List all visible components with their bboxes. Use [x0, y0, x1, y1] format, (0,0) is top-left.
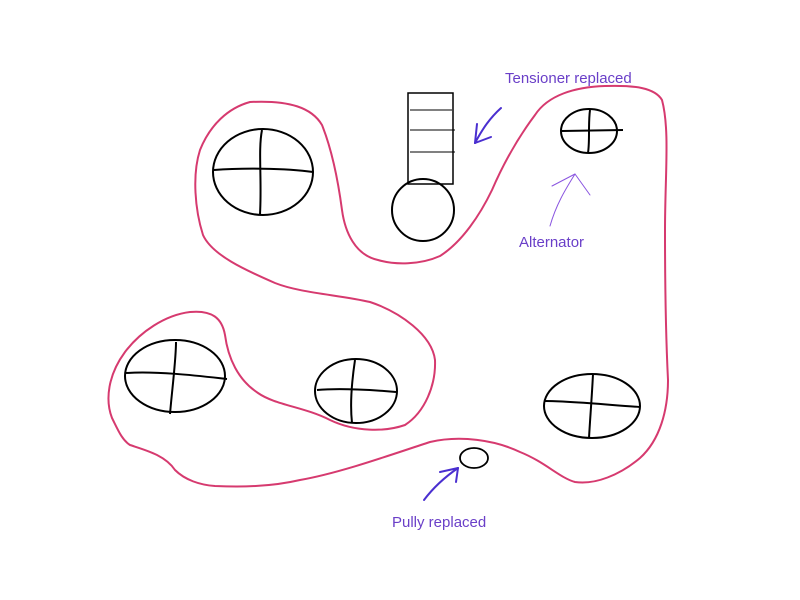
arrow-to-tensioner: [474, 107, 502, 144]
serpentine-belt: [107, 84, 669, 488]
arrow-to-pully: [423, 467, 459, 501]
idler-pulley-center: [391, 178, 455, 242]
alternator-pulley: [560, 108, 624, 154]
pulley-lower-left: [124, 339, 228, 415]
tensioner-replaced-label: Tensioner replaced: [505, 70, 632, 87]
pulley-lower-right: [543, 373, 641, 439]
alternator-label: Alternator: [519, 234, 585, 251]
arrow-to-alternator: [549, 173, 591, 227]
pulley-upper-left: [212, 128, 314, 216]
pully-replaced-label: Pully replaced: [392, 514, 487, 531]
tensioner-block: [407, 92, 455, 185]
small-pully: [459, 447, 489, 469]
pulley-lower-middle: [314, 358, 398, 424]
